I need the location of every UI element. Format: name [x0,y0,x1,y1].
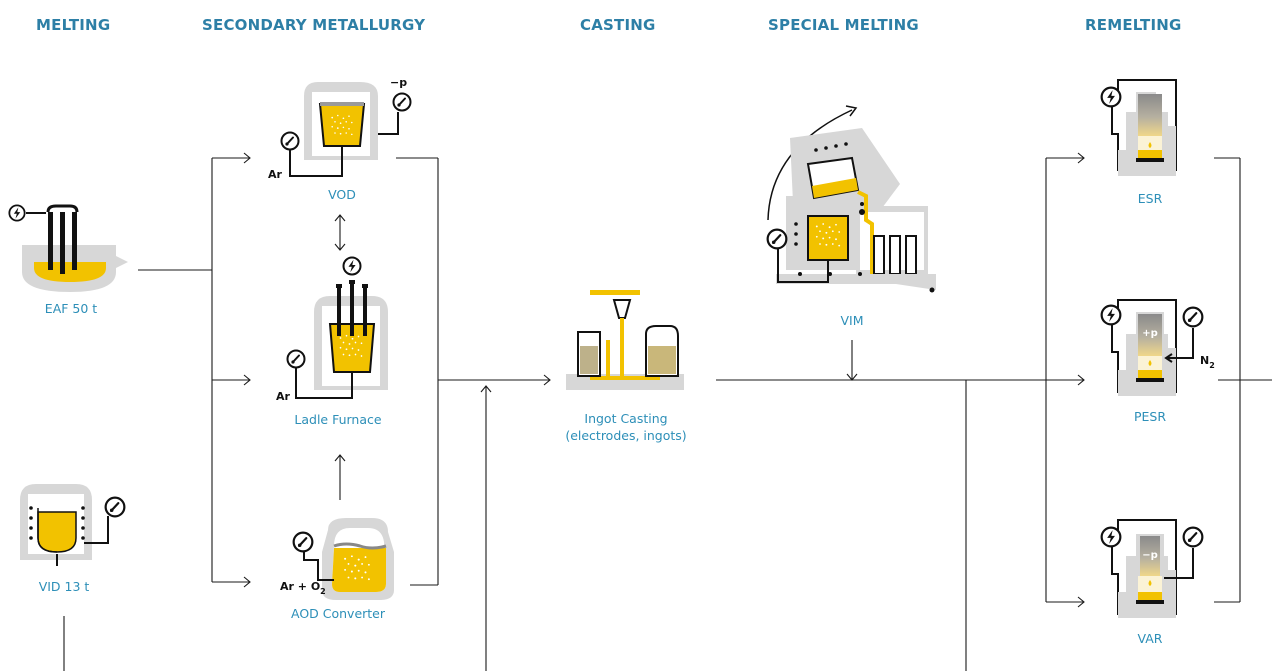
label-vim: VIM [840,313,864,328]
pesr-pressure-label: +p [1142,328,1158,339]
heading-special-melting: SPECIAL MELTING [768,16,919,34]
gauge-icon [292,531,314,553]
label-pesr: PESR [1133,409,1167,424]
vod-vessel [280,82,412,177]
label-vod: VOD [328,187,356,202]
pesr-unit [1100,299,1204,396]
esr-unit [1100,79,1177,176]
lightning-icon [1100,86,1122,108]
gauge-icon [104,496,126,518]
vod-pressure-label: −p [390,76,407,89]
lightning-icon [1100,304,1122,326]
gauge-icon [1182,306,1204,328]
flow-lines [63,157,1272,671]
heading-secondary-metallurgy: SECONDARY METALLURGY [202,16,426,34]
label-eaf: EAF 50 t [44,301,98,316]
ingot-casting [566,290,684,390]
label-ingot-casting: Ingot Casting (electrodes, ingots) [548,410,704,444]
pesr-gas-label: N2 [1200,354,1215,370]
lightning-icon [1100,526,1122,548]
gauge-icon [280,131,300,151]
var-unit [1100,519,1204,618]
label-var: VAR [1137,631,1163,646]
gauge-icon [766,228,788,250]
aod-gas-label: Ar + O2 [280,580,326,596]
lf-gas-label: Ar [276,390,291,403]
aod-converter [292,518,394,600]
gauge-icon [1182,526,1204,548]
vid-furnace [20,484,126,566]
label-vid: VID 13 t [38,579,90,594]
ladle-furnace [286,256,388,399]
vim-furnace [766,105,936,293]
vod-gas-label: Ar [268,168,283,181]
gauge-icon [286,349,306,369]
heading-remelting: REMELTING [1085,16,1182,34]
var-pressure-label: −p [1142,550,1158,561]
label-aod-converter: AOD Converter [290,606,386,621]
lightning-icon [342,256,362,276]
lightning-icon [8,204,26,222]
gauge-icon [392,92,412,112]
label-ingot-casting-line1: Ingot Casting [584,411,668,426]
flow-arrow-icon [243,152,1085,608]
eaf-furnace [8,204,128,292]
label-ladle-furnace: Ladle Furnace [294,412,382,427]
heading-melting: MELTING [36,16,111,34]
label-esr: ESR [1137,191,1163,206]
heading-casting: CASTING [580,16,656,34]
label-ingot-casting-line2: (electrodes, ingots) [565,428,687,443]
